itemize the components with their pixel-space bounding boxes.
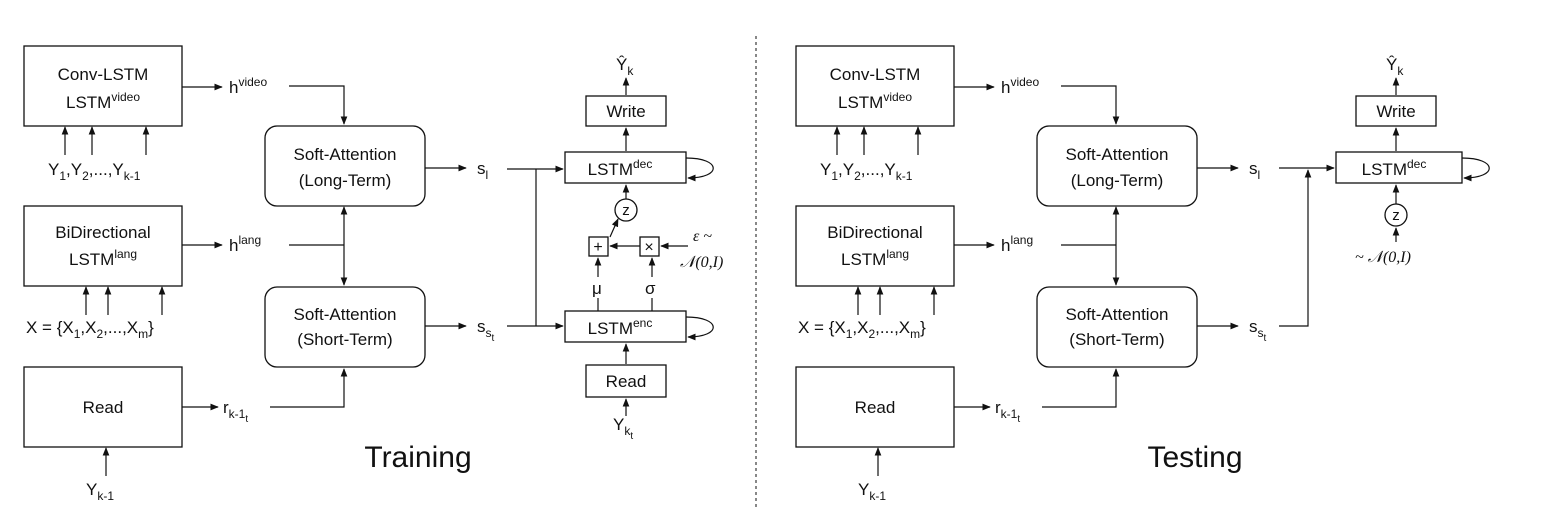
training-read-input-label: Ykt <box>613 415 633 442</box>
mu-label: μ <box>592 279 602 298</box>
svg-text:+: + <box>593 239 602 256</box>
testing-read-input-label: Yk-1 <box>858 480 886 503</box>
epsilon-label: ε ~ <box>693 228 712 245</box>
lstm-enc-block: LSTMenc <box>564 310 687 343</box>
svg-text:Soft-Attention: Soft-Attention <box>1065 145 1168 164</box>
testing-s-st-label: sst <box>1249 317 1267 344</box>
read-block: Read <box>23 366 183 448</box>
svg-text:z: z <box>1392 207 1400 224</box>
soft-attention-long-title: Soft-Attention <box>293 145 396 164</box>
testing-conv-lstm-inputs: Y1,Y2,...,Yk-1 <box>820 160 913 183</box>
conv-lstm-block: Conv-LSTM LSTMvideo <box>23 45 183 127</box>
bidirectional-lstm-block: BiDirectional LSTMlang <box>23 205 183 287</box>
soft-attention-long-block: Soft-Attention (Long-Term) <box>264 125 426 207</box>
svg-text:z: z <box>622 202 630 219</box>
testing-bidirectional-inputs: X = {X1,X2,...,Xm} <box>798 318 926 341</box>
testing-title: Testing <box>1147 441 1242 474</box>
write-block: Write <box>585 95 667 127</box>
bidirectional-inputs: X = {X1,X2,...,Xm} <box>26 318 154 341</box>
testing-soft-attention-long-block: Soft-Attention (Long-Term) <box>1036 125 1198 207</box>
testing-z-node: z <box>1384 203 1408 227</box>
svg-text:Conv-LSTM: Conv-LSTM <box>830 65 921 84</box>
testing-read-block: Read <box>795 366 955 448</box>
svg-text:BiDirectional: BiDirectional <box>827 223 922 242</box>
write-label: Write <box>606 102 645 121</box>
output-yhat-label: Ŷk <box>616 55 634 78</box>
r-read-label: rk-1t <box>223 398 248 425</box>
lstm-dec-label: LSTMdec <box>588 157 653 179</box>
lstm-enc-label: LSTMenc <box>588 316 653 338</box>
testing-prior-label: ~ 𝒩(0,I) <box>1355 249 1411 266</box>
conv-lstm-title: Conv-LSTM <box>58 65 149 84</box>
h-lang-label: hlang <box>229 233 261 255</box>
training-read-block: Read <box>585 364 667 398</box>
testing-s-l-label: sl <box>1249 159 1260 182</box>
testing-panel: Conv-LSTM LSTMvideo Y1,Y2,...,Yk-1 BiDir… <box>795 45 1490 503</box>
sigma-label: σ <box>645 279 656 298</box>
svg-text:(Long-Term): (Long-Term) <box>1071 171 1164 190</box>
read-label: Read <box>83 398 124 417</box>
testing-conv-lstm-block: Conv-LSTM LSTMvideo <box>795 45 955 127</box>
svg-text:Read: Read <box>855 398 896 417</box>
svg-text:(Short-Term): (Short-Term) <box>1069 330 1164 349</box>
testing-r-read-label: rk-1t <box>995 398 1020 425</box>
s-l-label: sl <box>477 159 488 182</box>
bidirectional-title: BiDirectional <box>55 223 150 242</box>
training-panel: Conv-LSTM LSTMvideo Y1,Y2,...,Yk-1 BiDir… <box>23 45 723 503</box>
testing-write-block: Write <box>1355 95 1437 127</box>
svg-text:Write: Write <box>1376 102 1415 121</box>
times-node: × <box>639 236 660 257</box>
svg-text:×: × <box>644 239 653 256</box>
soft-attention-long-subtitle: (Long-Term) <box>299 171 392 190</box>
lstm-dec-block: LSTMdec <box>564 151 687 184</box>
epsilon-dist-label: 𝒩(0,I) <box>680 254 723 271</box>
testing-bidirectional-lstm-block: BiDirectional LSTMlang <box>795 205 955 287</box>
testing-h-video-label: hvideo <box>1001 75 1039 97</box>
conv-lstm-inputs: Y1,Y2,...,Yk-1 <box>48 160 141 183</box>
testing-output-yhat-label: Ŷk <box>1386 55 1404 78</box>
training-read-label: Read <box>606 372 647 391</box>
soft-attention-short-block: Soft-Attention (Short-Term) <box>264 286 426 368</box>
soft-attention-short-subtitle: (Short-Term) <box>297 330 392 349</box>
soft-attention-short-title: Soft-Attention <box>293 305 396 324</box>
s-st-label: sst <box>477 317 495 344</box>
bidirectional-subtitle: LSTMlang <box>69 247 137 269</box>
training-title: Training <box>364 441 471 474</box>
testing-lstm-dec-block: LSTMdec <box>1335 151 1463 184</box>
conv-lstm-subtitle: LSTMvideo <box>66 90 140 112</box>
testing-soft-attention-short-block: Soft-Attention (Short-Term) <box>1036 286 1198 368</box>
testing-h-lang-label: hlang <box>1001 233 1033 255</box>
svg-text:LSTMvideo: LSTMvideo <box>838 90 912 112</box>
z-node: z <box>614 198 638 222</box>
h-video-label: hvideo <box>229 75 267 97</box>
plus-node: + <box>588 236 609 257</box>
read-input-label: Yk-1 <box>86 480 114 503</box>
svg-text:LSTMlang: LSTMlang <box>841 247 909 269</box>
svg-text:Soft-Attention: Soft-Attention <box>1065 305 1168 324</box>
svg-text:LSTMdec: LSTMdec <box>1362 157 1427 179</box>
